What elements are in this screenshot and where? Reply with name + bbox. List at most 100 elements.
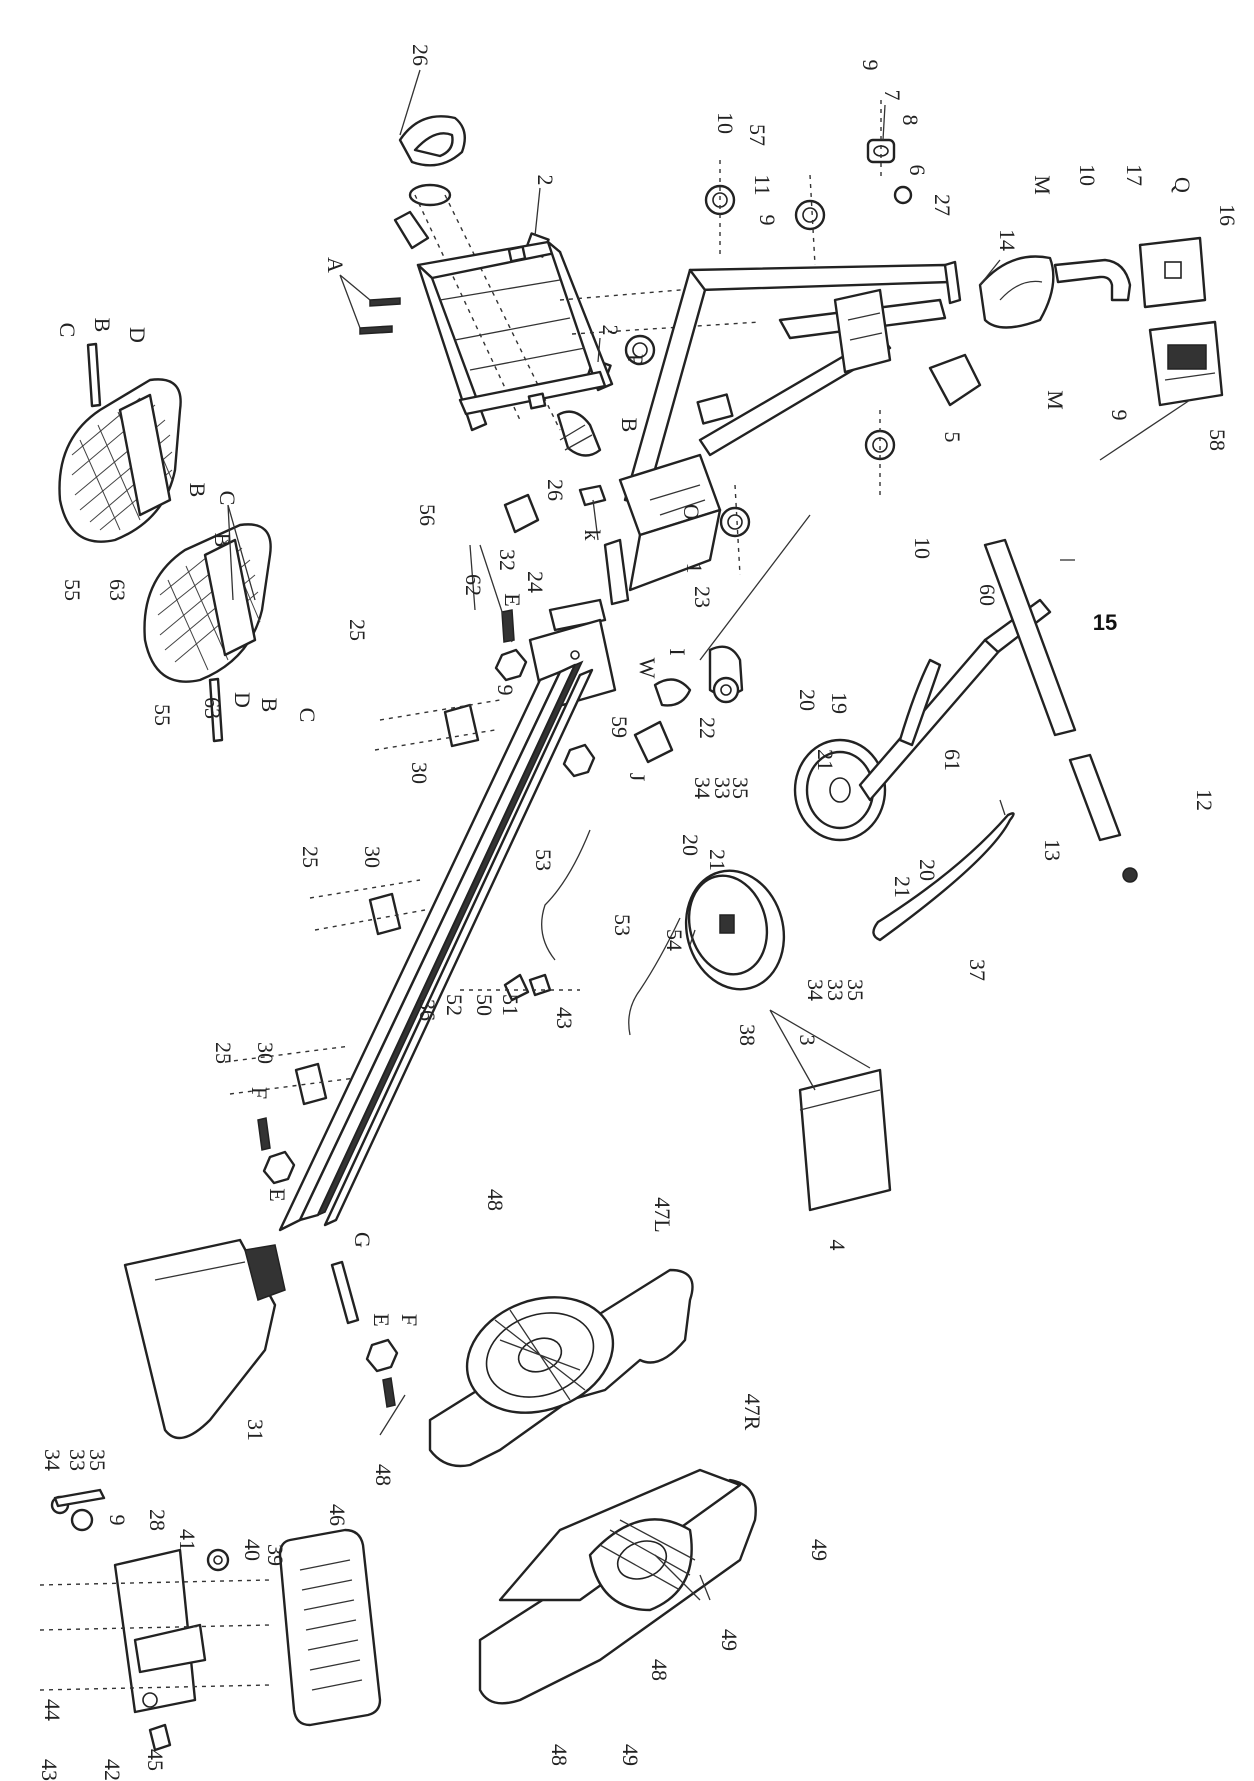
- callout-label-30b: 30: [360, 846, 385, 868]
- callout-label-9a: 9: [493, 685, 518, 696]
- part-26-sleeve: [556, 410, 602, 457]
- callout-label-44: 44: [40, 1699, 65, 1721]
- callout-label-59: 59: [607, 716, 632, 738]
- callout-label-20a: 20: [795, 689, 820, 711]
- callout-label-48b: 48: [371, 1464, 396, 1486]
- callout-label-50: 50: [472, 994, 497, 1016]
- parts-layer: [39, 100, 1224, 1752]
- callout-label-13: 13: [1040, 839, 1065, 861]
- callout-label-E2: E: [265, 1188, 290, 1201]
- callout-label-C1: C: [55, 323, 80, 338]
- callout-label-53b: 53: [610, 914, 635, 936]
- callout-label-8: 8: [898, 115, 923, 126]
- callout-label-2a: 2: [533, 175, 558, 186]
- part-F-bolt-lower: [382, 1377, 396, 1408]
- callout-label-M2: M: [1043, 390, 1068, 410]
- callout-label-O: O: [679, 504, 704, 520]
- callout-label-E1: E: [500, 593, 525, 606]
- callout-label-57: 57: [745, 124, 770, 146]
- part-11-bearing-wheels: [624, 160, 896, 576]
- part-J-nut: [633, 720, 674, 764]
- callout-label-21c: 21: [705, 849, 730, 871]
- callout-label-3: 3: [795, 1035, 820, 1046]
- part-14-shroud: [978, 255, 1055, 329]
- callout-label-10b: 10: [1075, 164, 1100, 186]
- callout-label-24: 24: [523, 571, 548, 593]
- callout-label-11: 11: [750, 174, 775, 195]
- part-42-clip: [148, 1723, 172, 1752]
- callout-label-10c: 10: [910, 537, 935, 559]
- callout-label-22: 22: [695, 717, 720, 739]
- callout-label-40: 40: [240, 1539, 265, 1561]
- callout-label-28: 28: [145, 1509, 170, 1531]
- callout-label-B3: B: [185, 483, 210, 498]
- callout-label-7: 7: [880, 90, 905, 101]
- callout-label-48a: 48: [483, 1189, 508, 1211]
- callout-label-25c: 25: [211, 1042, 236, 1064]
- callout-label-F2: F: [397, 1314, 422, 1326]
- part-8-roller: [866, 100, 896, 180]
- part-15-handle-tube: [983, 538, 1077, 737]
- callout-label-26a: 26: [408, 44, 433, 66]
- callout-label-49b: 49: [717, 1629, 742, 1651]
- callout-label-38: 38: [735, 1024, 760, 1046]
- part-31-end-cap: [123, 1238, 286, 1440]
- callout-label-W: W: [635, 658, 660, 679]
- callout-label-34b: 34: [803, 979, 828, 1001]
- callout-label-B5: B: [257, 698, 282, 713]
- callout-label-21a: 21: [813, 749, 838, 771]
- part-51-sensor: [528, 973, 552, 997]
- part-30-plate-b: [368, 892, 402, 936]
- part-33-washer-assembly: [50, 1488, 106, 1532]
- callout-label-2b: 2: [598, 325, 623, 336]
- part-19-pulley: [793, 738, 887, 842]
- part-30-plate-a: [443, 703, 480, 748]
- callout-label-51: 51: [498, 994, 523, 1016]
- leader-lines: [227, 69, 1191, 1601]
- callout-label-49a: 49: [807, 1539, 832, 1561]
- part-I-knob: [653, 678, 692, 707]
- callout-label-B4: B: [210, 533, 235, 548]
- part-32-clip: [503, 493, 540, 534]
- part-50-magnet: [503, 973, 530, 1002]
- callout-label-25b: 25: [298, 846, 323, 868]
- callout-label-31: 31: [243, 1419, 268, 1441]
- callout-label-14: 14: [995, 229, 1020, 251]
- callout-label-60: 60: [975, 584, 1000, 606]
- callout-label-47R: 47R: [740, 1394, 765, 1431]
- callout-label-45: 45: [143, 1749, 168, 1771]
- part-47R-right-cover: [478, 1468, 757, 1705]
- callout-label-43b: 43: [37, 1759, 62, 1781]
- callout-label-58: 58: [1205, 429, 1230, 451]
- callout-label-61: 61: [940, 749, 965, 771]
- callout-label-J: J: [625, 773, 650, 782]
- callout-label-D2: D: [230, 692, 255, 708]
- callout-label-5: 5: [940, 432, 965, 443]
- part-38-flywheel: [684, 869, 786, 991]
- callout-label-9e: 9: [105, 1515, 130, 1526]
- callout-label-23: 23: [690, 586, 715, 608]
- part-56-seat-frame: [393, 210, 761, 432]
- callout-label-G: G: [350, 1232, 375, 1248]
- callout-label-25a: 25: [345, 619, 370, 641]
- part-G-rod: [330, 1260, 360, 1325]
- part-53-wire-upper: [541, 829, 591, 961]
- part-17-console-mast: [1053, 258, 1132, 302]
- part-47L-left-cover: [428, 1268, 694, 1468]
- part-E-hex-nut-lower: [262, 1150, 296, 1185]
- callout-label-48d: 48: [547, 1744, 572, 1766]
- part-5-pad: [928, 353, 982, 407]
- callout-label-9d: 9: [1107, 410, 1132, 421]
- callout-label-37: 37: [965, 959, 990, 981]
- callout-label-48c: 48: [647, 1659, 672, 1681]
- callout-label-C2: C: [215, 491, 240, 506]
- part-62-bolt: [501, 609, 515, 643]
- part-12-end-cap: [1122, 867, 1138, 883]
- callout-label-32: 32: [495, 549, 520, 571]
- callout-label-42: 42: [100, 1759, 125, 1781]
- part-F-bolt-upper: [257, 1117, 271, 1151]
- part-E-hex-nut-mid: [562, 743, 596, 778]
- part-D-axle-upper: [86, 342, 102, 408]
